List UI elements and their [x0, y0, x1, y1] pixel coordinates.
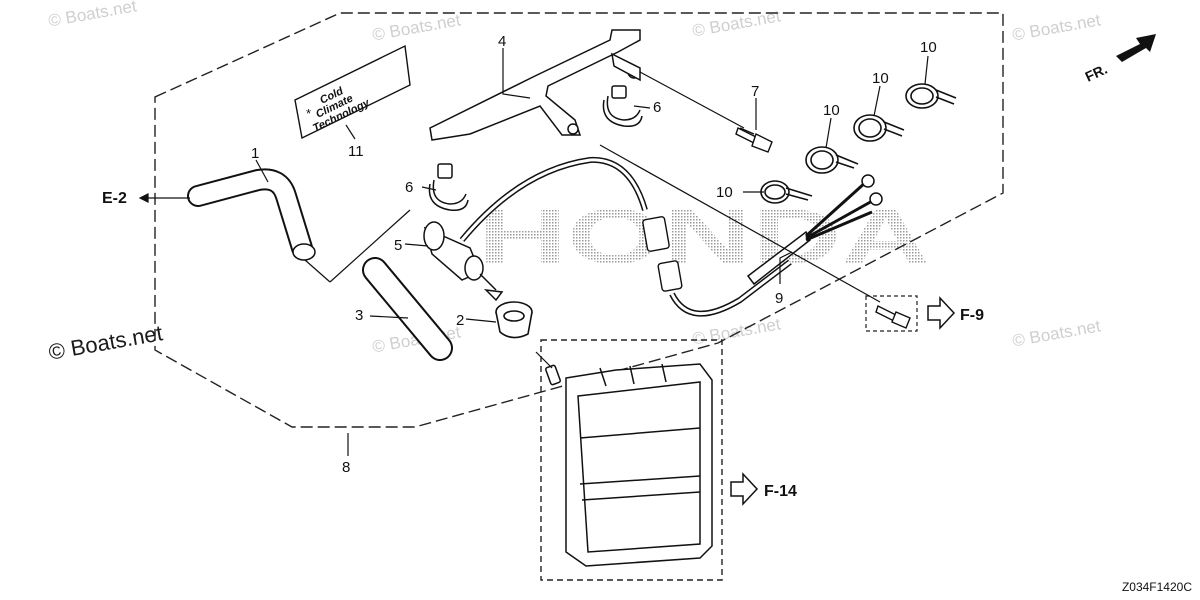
hose-clamp-icon [805, 146, 859, 174]
callout-part-8: 8 [342, 459, 350, 476]
ref-f14: F-14 [764, 483, 797, 500]
hose-clamp-icon [905, 83, 957, 109]
front-direction-arrow-icon: FR. [1083, 34, 1156, 85]
assembly-outline [154, 12, 1004, 428]
reference-arrow-icon [730, 472, 759, 506]
leader-lines [255, 48, 929, 456]
callout-part-7: 7 [751, 83, 759, 100]
callout-part-6: 6 [653, 99, 661, 116]
callout-part-9: 9 [775, 290, 783, 307]
f9-bolt-icon [875, 305, 911, 329]
clip-icon [602, 85, 643, 128]
ref-e2: E-2 [102, 190, 127, 207]
filter-box-icon [545, 363, 713, 567]
reference-arrow-icon [927, 296, 956, 330]
drawing-code: Z034F1420C [1121, 580, 1192, 594]
callout-part-1: 1 [251, 145, 259, 162]
direction-label: FR. [1083, 61, 1110, 85]
hose-straight-icon [362, 257, 453, 361]
hose-elbow-icon [187, 168, 316, 261]
decal-icon: Cold Climate Technology * [294, 44, 411, 140]
ref-f9: F-9 [960, 307, 984, 324]
honda-brand-background: HONDA [478, 192, 930, 280]
callout-part-5: 5 [394, 237, 402, 254]
connector-icon [642, 216, 683, 292]
svg-text:*: * [306, 106, 311, 121]
callout-part-10: 10 [823, 102, 840, 119]
bolt-icon [735, 127, 773, 153]
filter-frame [540, 339, 723, 581]
callout-part-10: 10 [920, 39, 937, 56]
callout-part-10: 10 [872, 70, 889, 87]
bracket-icon [429, 29, 641, 141]
callout-part-11: 11 [348, 143, 364, 160]
callout-part-6: 6 [405, 179, 413, 196]
clip-icon [428, 163, 469, 212]
bolt-frame [865, 295, 918, 332]
callout-part-10: 10 [716, 184, 733, 201]
thermostat-valve-icon [423, 221, 504, 302]
callout-part-2: 2 [456, 312, 464, 329]
hose-clamp-icon [853, 114, 905, 142]
grommet-icon [495, 301, 533, 339]
wire-harness-icon [669, 174, 883, 317]
callout-part-4: 4 [498, 33, 506, 50]
callout-part-3: 3 [355, 307, 363, 324]
e2-arrow-icon [138, 193, 190, 203]
